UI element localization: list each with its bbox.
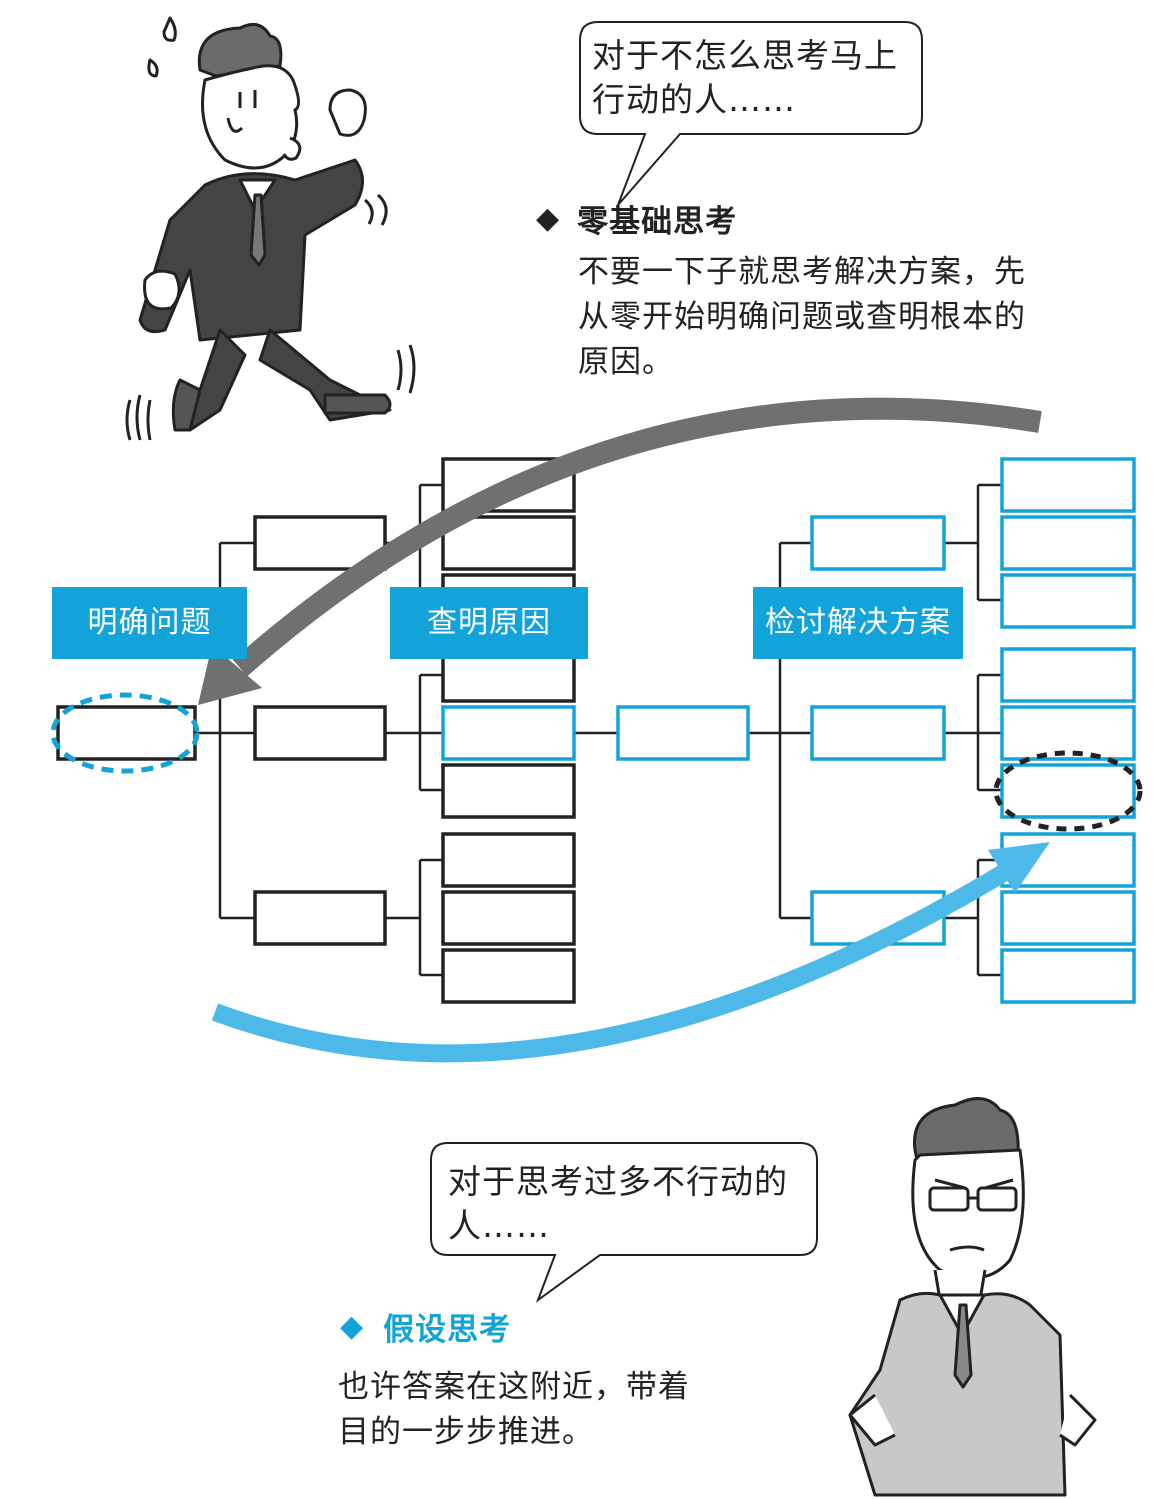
- action-box-1: [1000, 457, 1136, 513]
- hypothesis-description: 也许答案在这附近，带着目的一步步推进。: [338, 1369, 690, 1450]
- blue-arrow: [211, 842, 1050, 1063]
- stage-label-review-solution: 检讨解决方案: [753, 587, 963, 659]
- action-box-2: [1000, 515, 1136, 571]
- action-box-4: [1000, 647, 1136, 703]
- cause-box-2: [441, 515, 576, 571]
- stage-label-define-problem: 明确问题: [52, 587, 247, 659]
- diamond-icon: ◆: [340, 1308, 364, 1344]
- hypothesis-title: 假设思考: [383, 1311, 512, 1348]
- solution-box-1: [810, 515, 946, 571]
- solution-box-2: [810, 705, 946, 761]
- thinking-man-illustration: [848, 1097, 1097, 1497]
- action-box-3: [1000, 573, 1136, 629]
- hypothesis-heading: ◆ 假设思考: [340, 1304, 511, 1348]
- top-bubble-text: 对于不怎么思考马上行动的人……: [592, 36, 898, 119]
- cause-box-9: [441, 948, 576, 1004]
- zero-base-title: 零基础思考: [577, 203, 738, 240]
- action-box-5: [1000, 705, 1136, 761]
- gray-arrow: [198, 397, 1042, 705]
- bottom-speech-bubble: [430, 1142, 818, 1303]
- dashed-ellipse-hypothesis: [993, 750, 1143, 832]
- zero-base-heading: ◆ 零基础思考: [536, 196, 737, 240]
- stage-label-find-cause: 查明原因: [390, 587, 588, 659]
- cause-box-6: [441, 763, 576, 819]
- dashed-ellipse-root: [50, 692, 200, 774]
- cause-box-7: [441, 832, 576, 888]
- action-box-9: [1000, 948, 1136, 1004]
- cause-box-8: [441, 890, 576, 946]
- running-man-illustration: [125, 16, 416, 441]
- cause-box-5-highlighted: [441, 705, 576, 761]
- diamond-icon: ◆: [536, 200, 560, 236]
- bottom-bubble-text: 对于思考过多不行动的人……: [448, 1162, 788, 1245]
- action-box-6: [1000, 763, 1136, 819]
- zero-base-description: 不要一下子就思考解决方案，先从零开始明确问题或查明根本的原因。: [578, 254, 1026, 380]
- action-box-8: [1000, 890, 1136, 946]
- root-problem-box: [56, 705, 197, 761]
- core-cause-box: [616, 705, 750, 761]
- top-speech-bubble: [579, 21, 923, 206]
- issue-box-3: [253, 890, 387, 946]
- issue-box-2: [253, 705, 387, 761]
- black-boxes: [56, 457, 576, 1004]
- blue-boxes: [441, 457, 1136, 1004]
